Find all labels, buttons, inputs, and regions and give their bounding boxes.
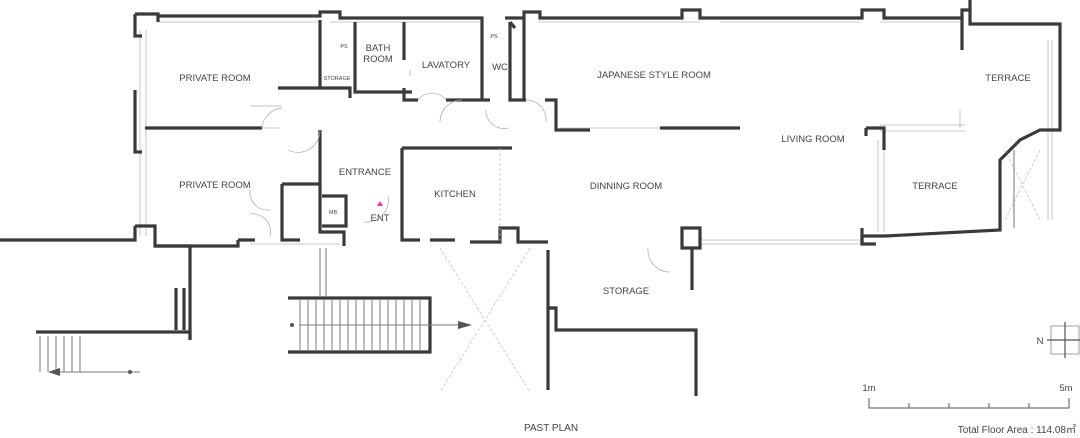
label-bath-room-line1: BATH	[366, 43, 391, 54]
label-dining-room: DINNING ROOM	[590, 181, 662, 192]
label-bath-room-line2: ROOM	[363, 54, 393, 65]
label-terrace-1: TERRACE	[985, 73, 1030, 84]
north-arrow-icon	[1047, 322, 1080, 358]
scale-end-label: 5m	[1059, 383, 1072, 394]
label-ps-2: PS	[490, 34, 498, 40]
floor-area: Total Floor Area : 114.08㎡	[958, 424, 1076, 436]
doors	[249, 70, 671, 273]
label-wc: WC	[492, 62, 508, 73]
stair-treads	[39, 300, 472, 376]
label-private-room-2: PRIVATE ROOM	[179, 180, 251, 191]
overhead-lines	[319, 148, 1041, 393]
label-private-room-1: PRIVATE ROOM	[179, 73, 251, 84]
window-lines	[139, 21, 1053, 245]
label-japanese-room: JAPANESE STYLE ROOM	[597, 70, 711, 81]
label-terrace-2: TERRACE	[912, 181, 957, 192]
scale-start-label: 1m	[862, 383, 875, 394]
label-kitchen: KITCHEN	[434, 189, 476, 200]
scale-bar	[868, 398, 1070, 409]
walls	[0, 0, 1062, 396]
north-label: N	[1037, 336, 1044, 347]
label-entrance: ENTRANCE	[339, 167, 391, 178]
plan-caption: PAST PLAN	[524, 423, 578, 434]
label-lavatory: LAVATORY	[422, 60, 471, 71]
label-ent: ENT	[371, 213, 390, 224]
label-mb: MB	[329, 210, 338, 216]
entry-marker-icon	[377, 201, 383, 206]
label-storage: STORAGE	[603, 286, 649, 297]
label-ps-1: PS	[340, 44, 348, 50]
label-living-room: LIVING ROOM	[781, 134, 844, 145]
label-storage-small: STORAGE	[324, 76, 351, 82]
